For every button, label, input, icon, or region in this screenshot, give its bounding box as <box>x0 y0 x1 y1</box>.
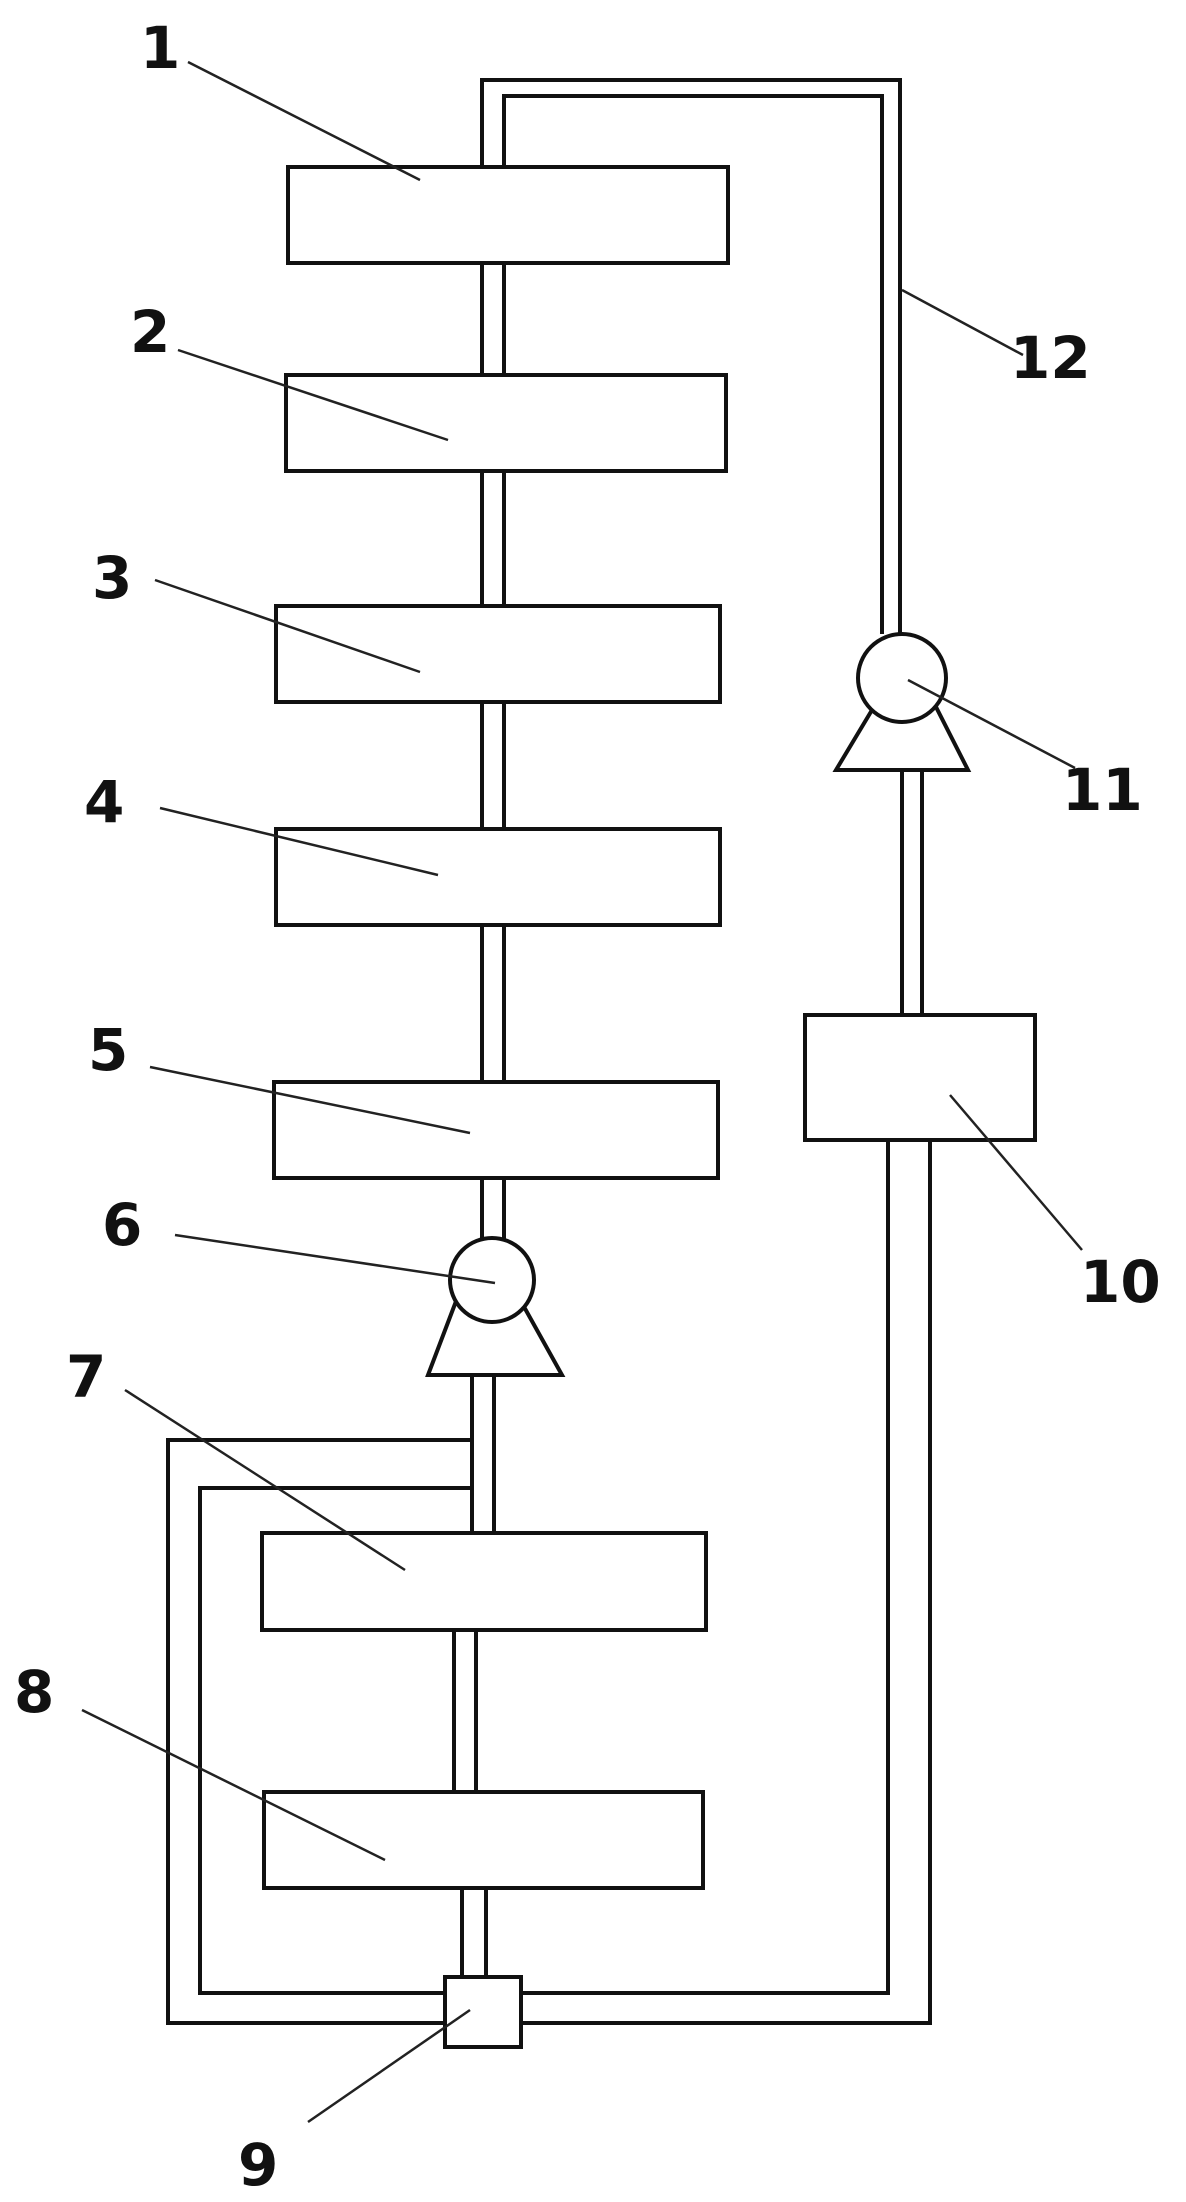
unit-3-box <box>274 604 722 704</box>
label-9: 9 <box>238 2131 278 2199</box>
unit-10-box <box>803 1013 1037 1142</box>
unit-7-box <box>260 1531 708 1632</box>
leader-5 <box>149 1065 471 1135</box>
label-5: 5 <box>88 1016 128 1084</box>
pump-11-icon <box>832 632 972 772</box>
unit-5-box <box>272 1080 720 1180</box>
leader-1 <box>187 60 421 182</box>
label-1: 1 <box>140 14 180 82</box>
leader-10 <box>949 1094 1083 1251</box>
label-11: 11 <box>1062 756 1143 824</box>
leader-4 <box>159 806 439 877</box>
leader-7 <box>124 1388 406 1572</box>
junction-9-box <box>443 1975 523 2049</box>
leader-11 <box>907 678 1076 770</box>
pump-6-icon <box>425 1236 566 1377</box>
label-6: 6 <box>102 1191 142 1259</box>
leader-6 <box>174 1233 496 1285</box>
bypass-pipe-left <box>166 1438 474 2025</box>
label-7: 7 <box>66 1343 106 1411</box>
return-pipe-12 <box>480 78 902 634</box>
label-10: 10 <box>1080 1248 1161 1316</box>
pipe-unit8-to-junction9 <box>460 1886 488 1979</box>
label-8: 8 <box>14 1658 54 1726</box>
leader-lines <box>81 60 1083 2124</box>
label-2: 2 <box>130 298 170 366</box>
pipe-unit10-to-junction9 <box>519 1138 932 2025</box>
unit-4-box <box>274 827 722 927</box>
pipe-unit7-to-unit8 <box>452 1628 478 1794</box>
pipe-pump6-to-unit7 <box>470 1358 496 1535</box>
reference-labels: 1 2 3 4 5 6 7 8 9 10 11 12 <box>14 14 1161 2199</box>
unit-8-box <box>262 1790 705 1890</box>
unit-1-box <box>286 165 730 265</box>
label-3: 3 <box>92 544 132 612</box>
label-12: 12 <box>1010 324 1091 392</box>
leader-8 <box>81 1708 386 1862</box>
pipe-pump11-to-unit10 <box>900 766 924 1017</box>
label-4: 4 <box>84 768 124 836</box>
leader-9 <box>307 2008 471 2124</box>
leader-2 <box>177 348 449 442</box>
leader-12 <box>901 288 1024 357</box>
unit-2-box <box>284 373 728 473</box>
leader-3 <box>154 578 421 674</box>
